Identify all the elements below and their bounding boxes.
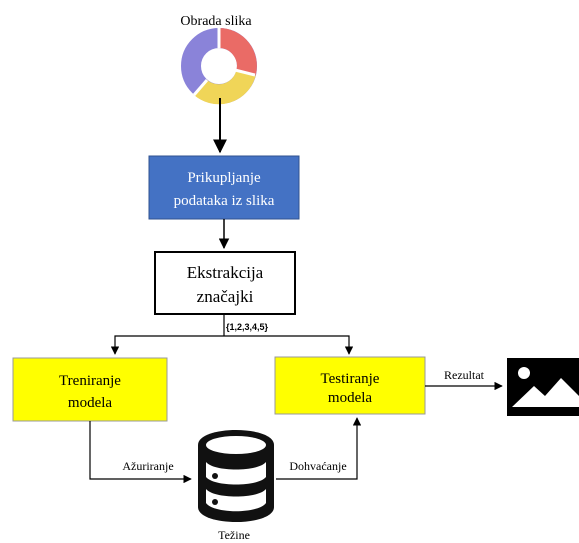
edge-weights-to-test (276, 417, 362, 480)
node-collect-line1: Prikupljanje (187, 170, 261, 186)
node-extract-line2: značajki (197, 287, 254, 306)
node-train (12, 357, 168, 422)
node-collect (148, 155, 300, 220)
weights-label: Težine (218, 528, 250, 542)
image-icon (507, 358, 579, 416)
edge-result-label: Rezultat (444, 368, 485, 382)
edge-to-train (110, 335, 224, 355)
diagram-title: Obrada slika (180, 14, 252, 29)
node-train-line2: modela (68, 395, 112, 411)
edge-update-label: Ažuriranje (122, 459, 173, 473)
edge-to-test (224, 335, 354, 355)
donut-chart-icon (181, 28, 257, 105)
node-train-line1: Treniranje (59, 373, 121, 389)
node-extract (154, 251, 296, 315)
edge-fetch-label: Dohvaćanje (289, 459, 346, 473)
node-extract-line1: Ekstrakcija (187, 263, 264, 282)
edge-train-to-weights (89, 421, 192, 484)
feature-set-label: {1,2,3,4,5} (226, 322, 269, 332)
node-collect-line2: podataka iz slika (174, 193, 275, 209)
node-test-line2: modela (328, 390, 372, 406)
node-test (274, 356, 426, 415)
node-test-line1: Testiranje (321, 371, 380, 387)
database-icon (198, 430, 274, 522)
